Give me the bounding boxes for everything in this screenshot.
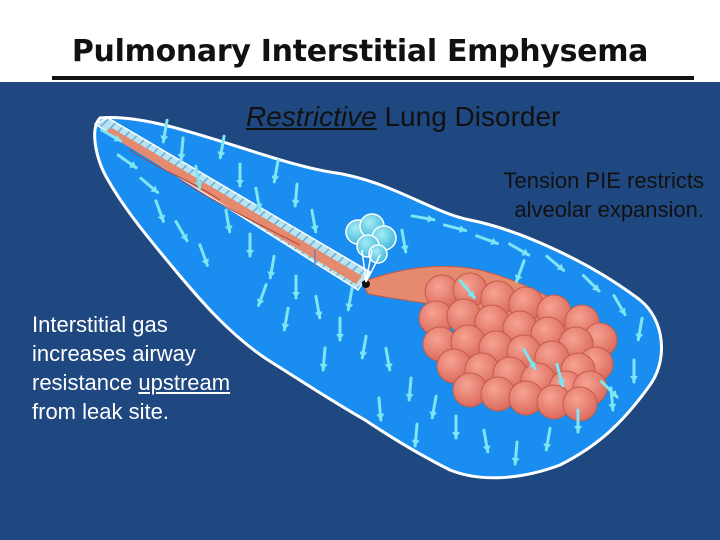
gas-arrow-icon <box>508 242 531 257</box>
gas-arrow-icon <box>574 408 582 434</box>
gas-arrow-icon <box>612 294 627 317</box>
gas-arrow-icon <box>411 422 420 448</box>
gas-arrow-icon <box>442 223 468 233</box>
gas-arrow-icon <box>267 254 276 280</box>
gas-arrow-icon <box>116 153 138 170</box>
gas-arrow-icon <box>630 358 638 384</box>
gas-arrow-icon <box>522 348 537 371</box>
gas-arrow-icon <box>410 214 436 223</box>
gas-arrow-icon <box>139 176 160 194</box>
note-tension-line1: Tension PIE restricts <box>503 168 704 193</box>
note-interstitial: Interstitial gas increases airway resist… <box>32 310 312 426</box>
gas-arrow-icon <box>545 254 566 272</box>
gas-arrow-icon <box>254 186 263 212</box>
gas-arrow-icon <box>543 426 552 452</box>
gas-arrow-icon <box>281 306 290 332</box>
gas-arrow-icon <box>458 279 476 300</box>
gas-arrow-icon <box>400 228 409 254</box>
gas-arrow-icon <box>482 428 491 454</box>
gas-arrows <box>100 118 644 466</box>
gas-arrow-icon <box>291 182 300 208</box>
gas-arrow-icon <box>452 414 460 440</box>
gas-arrow-icon <box>475 234 499 246</box>
leak-site <box>362 280 370 288</box>
gas-arrow-icon <box>600 380 619 399</box>
gas-arrow-icon <box>154 199 166 223</box>
gas-arrow-icon <box>359 334 368 360</box>
gas-arrow-icon <box>177 136 186 162</box>
gas-arrow-icon <box>384 346 393 372</box>
gas-arrow-icon <box>635 316 644 342</box>
page-title: Pulmonary Interstitial Emphysema <box>71 34 649 69</box>
airway <box>93 117 372 292</box>
gas-arrow-icon <box>336 316 344 342</box>
gas-arrow-icon <box>246 232 254 258</box>
note-interstitial-upstream: upstream <box>138 370 231 395</box>
gas-arrow-icon <box>224 208 233 234</box>
gas-arrow-icon <box>345 286 354 312</box>
gas-arrow-icon <box>310 208 319 234</box>
gas-arrow-icon <box>319 346 328 372</box>
title-divider <box>52 76 694 80</box>
subtitle: Restrictive Lung Disorder <box>246 101 560 133</box>
gas-arrow-icon <box>582 274 601 293</box>
gas-arrow-icon <box>405 376 414 402</box>
gas-arrow-icon <box>236 162 244 188</box>
alveoli-cluster <box>418 272 618 422</box>
gas-arrow-icon <box>271 158 280 184</box>
gas-arrow-icon <box>514 259 526 283</box>
gas-arrow-icon <box>174 220 189 243</box>
note-interstitial-line2: increases airway <box>32 341 196 366</box>
gas-arrow-icon <box>292 274 300 300</box>
lung-diagram <box>93 115 663 480</box>
note-interstitial-line3: resistance upstream <box>32 368 312 397</box>
subtitle-rest: Lung Disorder <box>376 101 561 132</box>
subtitle-emphasis: Restrictive <box>246 101 377 132</box>
gas-arrow-icon <box>429 394 438 420</box>
note-interstitial-line3-pre: resistance <box>32 370 139 395</box>
alveolus <box>562 386 598 422</box>
title-bar: Pulmonary Interstitial Emphysema <box>0 0 720 82</box>
gas-arrow-icon <box>256 283 268 307</box>
note-tension: Tension PIE restricts alveolar expansion… <box>432 166 704 224</box>
note-interstitial-line4: from leak site. <box>32 399 169 424</box>
gas-arrow-icon <box>376 396 385 422</box>
leak-bubble-icon <box>345 213 397 283</box>
gas-arrow-icon <box>555 362 565 388</box>
gas-arrow-icon <box>100 128 123 143</box>
gas-arrow-icon <box>217 134 226 160</box>
gas-arrow-icon <box>314 294 323 320</box>
note-tension-line2: alveolar expansion. <box>514 197 704 222</box>
gas-arrow-icon <box>160 118 169 144</box>
gas-arrow-icon <box>194 164 203 190</box>
note-interstitial-line1: Interstitial gas <box>32 312 168 337</box>
gas-arrow-icon <box>511 440 520 466</box>
gas-arrow-icon <box>198 243 210 267</box>
